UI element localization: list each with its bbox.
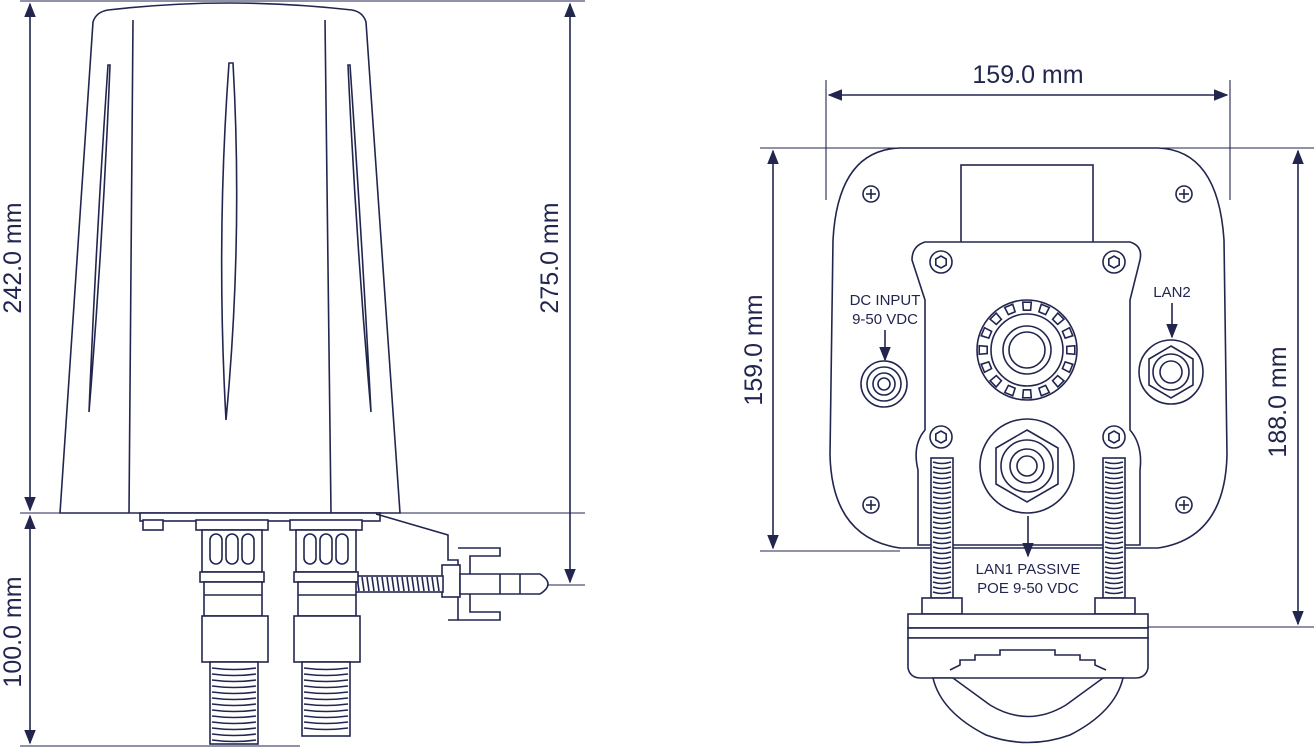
- side-view: 242.0 mm 100.0 mm 275.0 mm: [0, 0, 585, 747]
- u-bolt-right: [1094, 457, 1136, 615]
- dc-input-label: DC INPUT: [850, 292, 921, 309]
- dim-width: 159.0 mm: [972, 61, 1083, 89]
- lan1-voltage-label: POE 9-50 VDC: [977, 580, 1079, 597]
- lan1-label: LAN1 PASSIVE: [976, 561, 1081, 578]
- corner-screw: [862, 185, 1193, 514]
- u-bolt-left: [921, 457, 963, 615]
- lan2-connector: [1138, 339, 1204, 405]
- front-view: 159.0 mm 159.0 mm 188.0 mm: [740, 61, 1314, 744]
- hex-bolt: [929, 250, 1126, 449]
- dim-height-total: 275.0 mm: [536, 202, 564, 313]
- dim-height-right: 188.0 mm: [1264, 346, 1292, 457]
- connector-right: [289, 519, 363, 737]
- dim-height-left: 159.0 mm: [740, 294, 768, 405]
- housing: [59, 2, 401, 514]
- dim-height-body: 242.0 mm: [0, 202, 27, 313]
- mounting-plate: [911, 241, 1142, 546]
- connector-left: [195, 519, 269, 745]
- center-connector: [976, 299, 1078, 401]
- lan2-label: LAN2: [1153, 284, 1191, 301]
- dc-input-voltage-label: 9-50 VDC: [852, 311, 918, 328]
- lan1-connector: [979, 418, 1075, 514]
- pole-clamp: [907, 613, 1149, 744]
- dim-height-bottom: 100.0 mm: [0, 576, 27, 687]
